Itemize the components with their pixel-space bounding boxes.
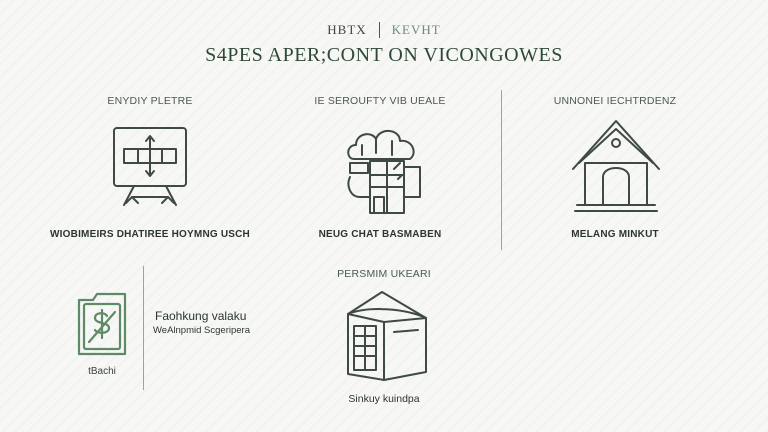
brand-divider — [378, 22, 380, 38]
item-label-2: IE SEROUFTY VIB UEALE — [314, 95, 446, 107]
item-label-3: UNNONEI IECHTRDENZ — [553, 95, 677, 107]
dollar-document-icon — [75, 290, 129, 360]
column-divider-left — [143, 266, 144, 390]
brand-left: HBTX — [327, 22, 367, 37]
item-caption-3: MELANG MINKUT — [571, 229, 659, 240]
item-caption-2: NEUG CHAT BASMABEN — [318, 229, 442, 240]
item-caption-4: Sinkuy kuindpa — [348, 393, 420, 405]
item-label-1: ENYDIY PLETRE — [107, 95, 193, 107]
page-headline: S4PES APER;CONT ON VICONGOWES — [205, 44, 563, 66]
item-label-4: PERSMIM UKEARI — [337, 268, 431, 280]
brand-right: KEVHT — [391, 22, 441, 37]
finance-title: Faohkung valaku — [155, 309, 247, 323]
tree-building-icon — [340, 123, 428, 217]
finance-icon-label: tBachi — [88, 366, 116, 377]
house-icon — [569, 117, 663, 215]
column-divider-right — [501, 90, 502, 250]
storage-shed-icon — [344, 288, 430, 384]
brand-bar: HBTX KEVHT — [0, 22, 768, 38]
item-caption-1: WIOBIMEIRS DHATIREE HOYMNG USCH — [50, 229, 250, 240]
finance-subtitle: WeAlnpmid Scgeripera — [153, 325, 250, 336]
swap-arrows-frame-icon — [108, 125, 192, 217]
